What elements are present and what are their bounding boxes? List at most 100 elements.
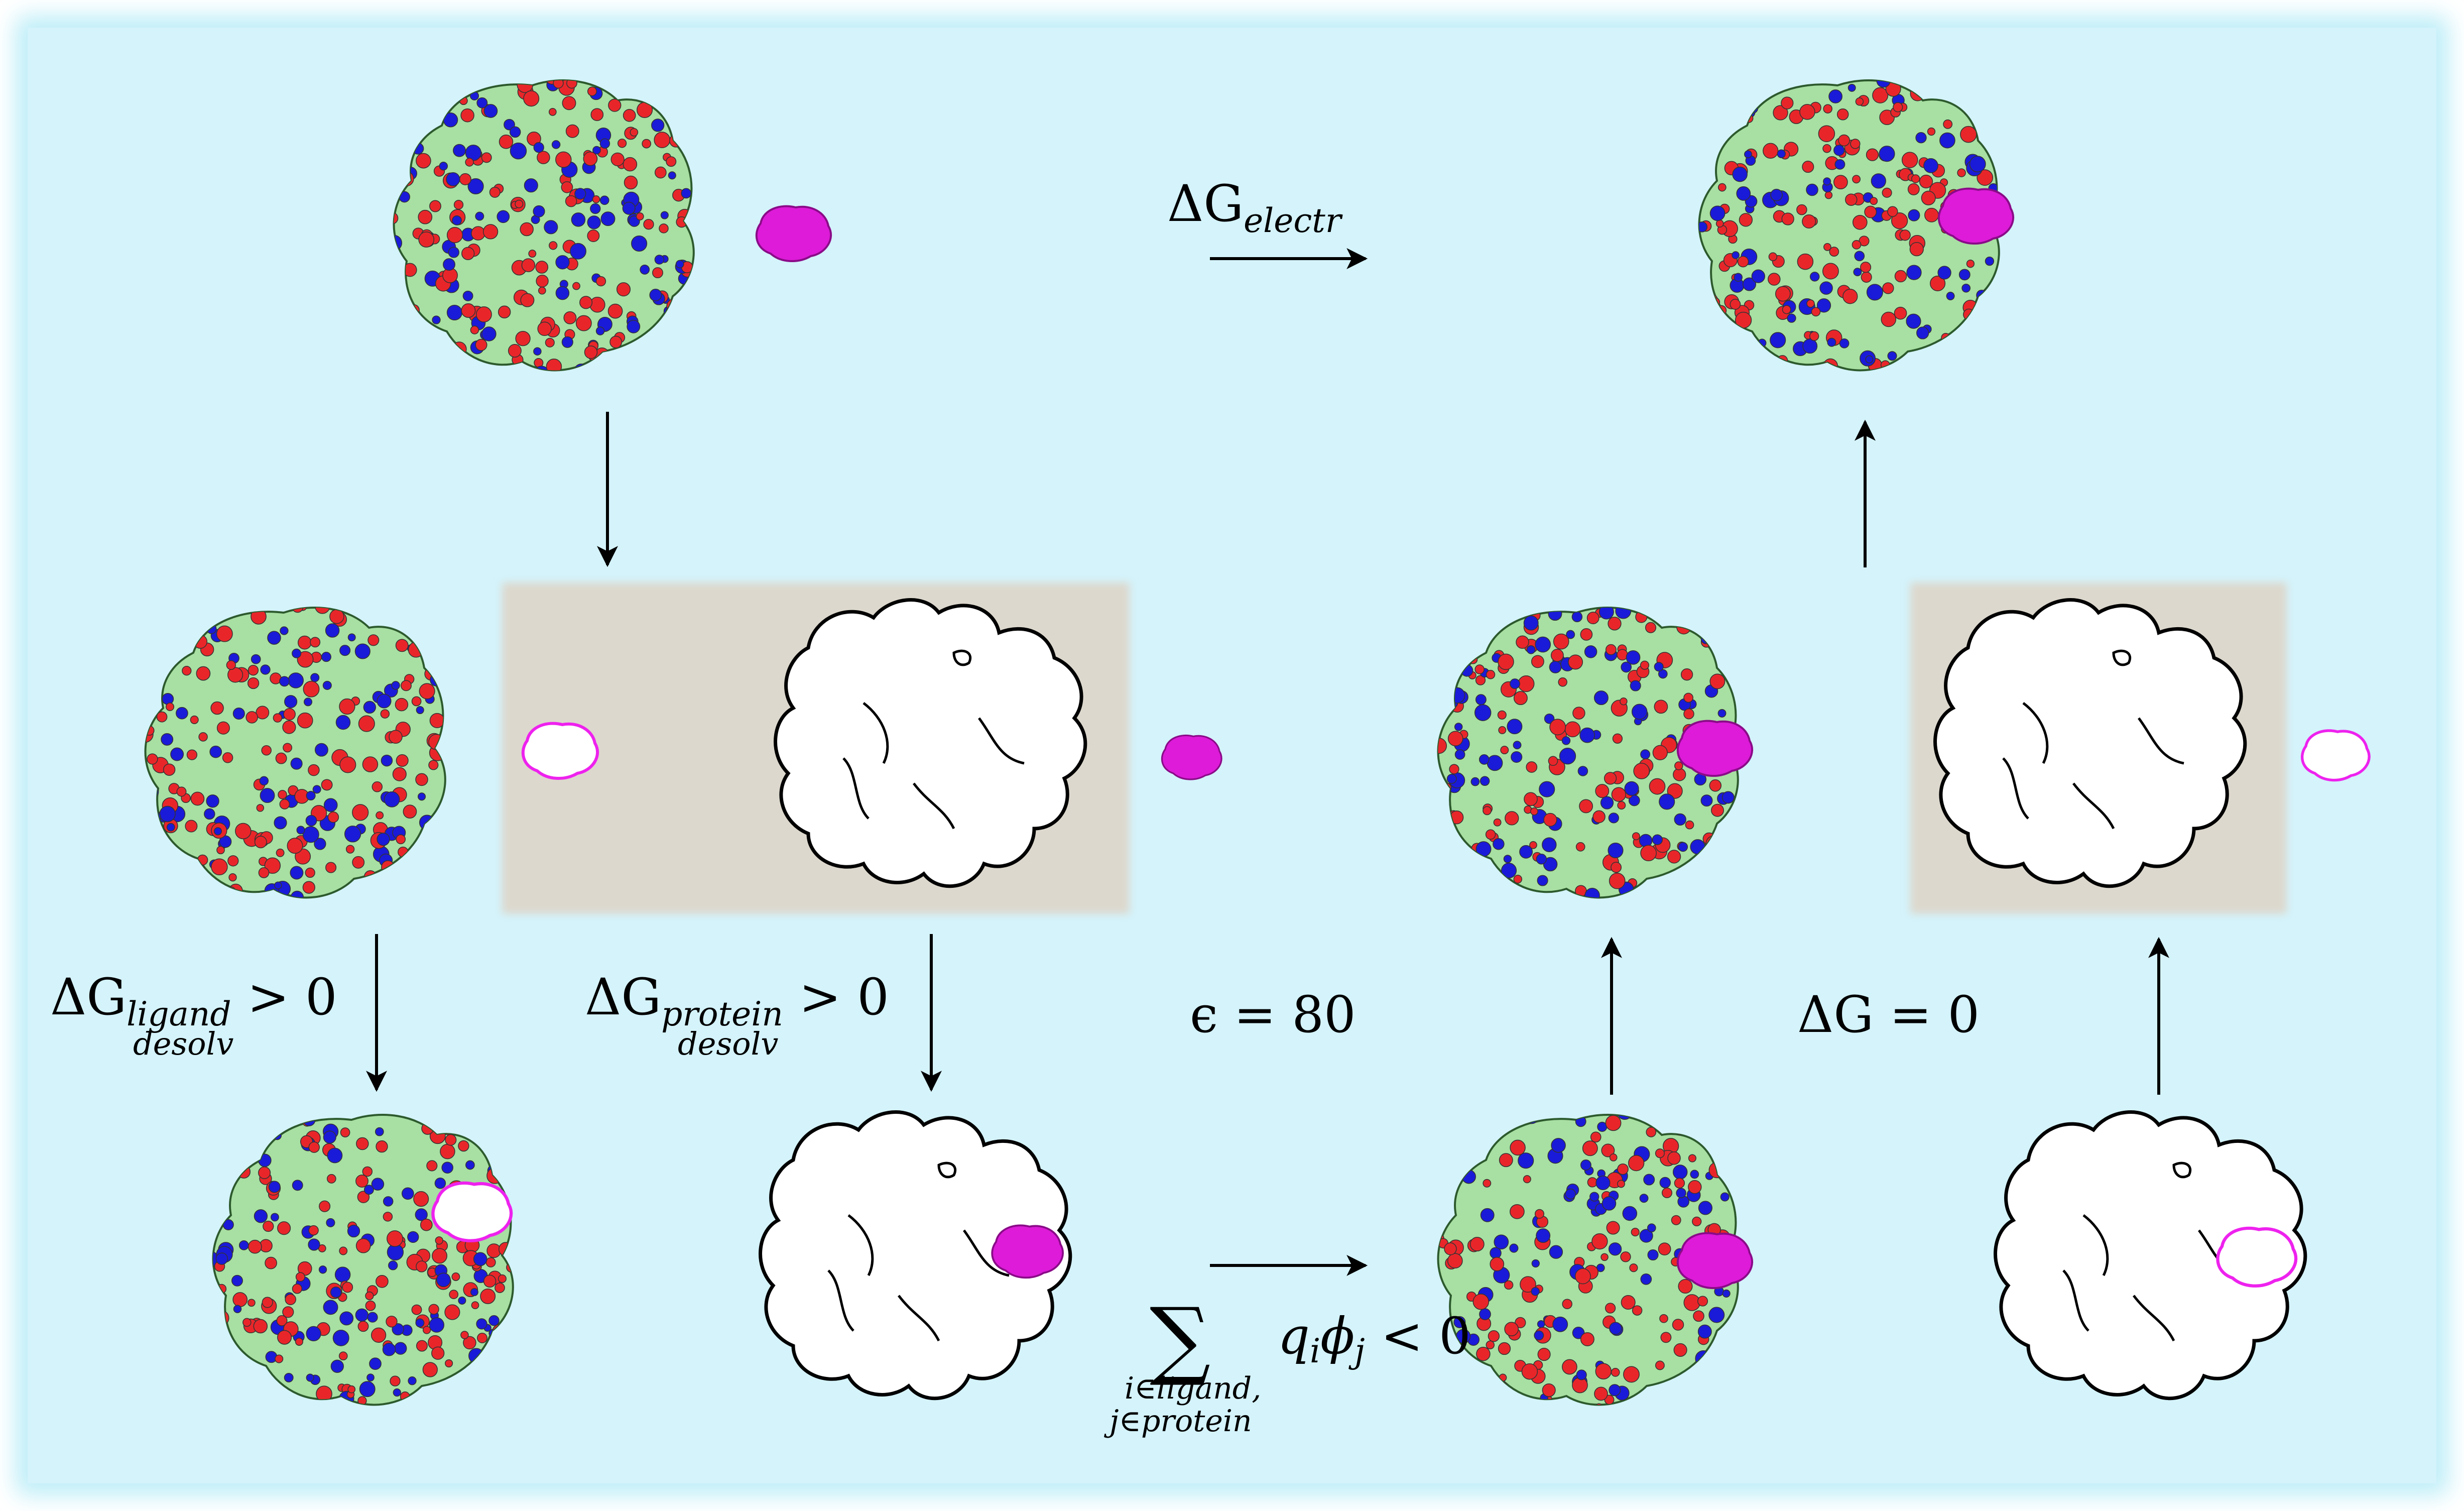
- atom-speckle: [288, 672, 304, 688]
- atom-speckle: [204, 808, 215, 820]
- atom-speckle: [1609, 872, 1626, 889]
- atom-speckle: [548, 108, 557, 116]
- atom-speckle: [227, 855, 239, 867]
- atom-speckle: [1589, 1192, 1599, 1202]
- atom-speckle: [216, 625, 233, 642]
- atom-speckle: [627, 319, 641, 333]
- atom-speckle: [347, 633, 356, 642]
- atom-speckle: [1649, 778, 1666, 795]
- atom-speckle: [1640, 749, 1651, 760]
- atom-speckle: [396, 754, 409, 767]
- atom-speckle: [1605, 644, 1617, 655]
- atom-speckle: [1654, 662, 1664, 672]
- atom-speckle: [523, 90, 540, 107]
- atom-speckle: [1504, 1280, 1514, 1290]
- atom-speckle: [1732, 166, 1748, 182]
- atom-speckle: [1697, 1324, 1712, 1339]
- atom-speckle: [428, 1304, 439, 1315]
- atom-speckle: [408, 1376, 417, 1385]
- atom-speckle: [592, 146, 601, 155]
- atom-speckle: [473, 1252, 487, 1266]
- atom-speckle: [429, 713, 445, 728]
- atom-speckle: [1655, 1148, 1665, 1158]
- atom-speckle: [592, 195, 600, 203]
- atom-speckle: [1476, 1346, 1491, 1361]
- atom-speckle: [389, 730, 403, 744]
- atom-speckle: [1511, 751, 1523, 763]
- atom-speckle: [1906, 313, 1921, 329]
- atom-speckle: [1921, 190, 1936, 205]
- atom-speckle: [1887, 206, 1898, 217]
- atom-speckle: [1501, 863, 1517, 879]
- atom-speckle: [280, 626, 289, 635]
- atom-speckle: [1674, 1178, 1685, 1189]
- atom-speckle: [1985, 256, 1995, 266]
- atom-speckle: [668, 171, 676, 180]
- atom-speckle: [571, 212, 586, 227]
- atom-speckle: [1453, 1316, 1466, 1328]
- atom-speckle: [589, 297, 605, 313]
- atom-speckle: [1901, 152, 1918, 168]
- atom-speckle: [1915, 132, 1927, 144]
- atom-speckle: [233, 1305, 242, 1314]
- atom-speckle: [270, 1213, 279, 1222]
- svg-text:∑: ∑: [1150, 1290, 1210, 1389]
- atom-speckle: [470, 325, 479, 334]
- atom-speckle: [1479, 1308, 1491, 1320]
- atom-speckle: [274, 816, 287, 830]
- atom-speckle: [338, 1351, 348, 1361]
- atom-speckle: [365, 1300, 376, 1311]
- atom-speckle: [520, 222, 534, 237]
- atom-speckle: [1617, 1180, 1625, 1188]
- atom-speckle: [1574, 1268, 1591, 1285]
- atom-speckle: [1811, 307, 1821, 317]
- atom-speckle: [1631, 1228, 1640, 1237]
- atom-speckle: [401, 1187, 414, 1200]
- atom-speckle: [325, 623, 340, 638]
- atom-speckle: [608, 98, 622, 112]
- atom-speckle: [1708, 1307, 1725, 1323]
- atom-speckle: [1620, 697, 1628, 706]
- atom-speckle: [1852, 214, 1868, 230]
- atom-speckle: [297, 635, 312, 650]
- atom-speckle: [1526, 645, 1536, 654]
- atom-speckle: [1652, 834, 1663, 845]
- atom-speckle: [1485, 829, 1496, 840]
- atom-speckle: [419, 683, 435, 700]
- atom-speckle: [323, 1130, 336, 1144]
- atom-speckle: [1594, 1403, 1604, 1405]
- atom-speckle: [1447, 1253, 1463, 1269]
- atom-speckle: [524, 178, 538, 193]
- atom-speckle: [1504, 1322, 1519, 1337]
- atom-speckle: [477, 1333, 487, 1343]
- atom-speckle: [273, 713, 283, 723]
- atom-speckle: [1711, 803, 1724, 817]
- atom-speckle: [1770, 332, 1786, 348]
- ligand-outline-icon: [433, 1183, 511, 1241]
- atom-speckle: [458, 1140, 469, 1152]
- atom-speckle: [1866, 284, 1883, 301]
- atom-speckle: [1822, 144, 1831, 153]
- atom-speckle: [335, 715, 351, 730]
- atom-speckle: [631, 235, 648, 252]
- atom-speckle: [1566, 630, 1575, 639]
- atom-speckle: [1836, 108, 1849, 121]
- atom-speckle: [416, 706, 424, 715]
- atom-speckle: [1523, 615, 1539, 631]
- atom-speckle: [265, 1256, 277, 1269]
- atom-speckle: [295, 1337, 303, 1346]
- svg-text:desolv: desolv: [133, 1025, 233, 1062]
- atom-speckle: [1854, 251, 1865, 262]
- atom-speckle: [535, 261, 549, 274]
- atom-speckle: [536, 274, 549, 288]
- atom-speckle: [248, 665, 259, 676]
- atom-speckle: [434, 1178, 446, 1189]
- atom-speckle: [616, 282, 631, 297]
- atom-speckle: [431, 1346, 445, 1360]
- atom-speckle: [465, 1160, 475, 1170]
- atom-speckle: [1709, 673, 1726, 689]
- atom-speckle: [549, 241, 558, 250]
- atom-speckle: [283, 708, 296, 721]
- atom-speckle: [1475, 694, 1487, 706]
- atom-speckle: [376, 1274, 389, 1288]
